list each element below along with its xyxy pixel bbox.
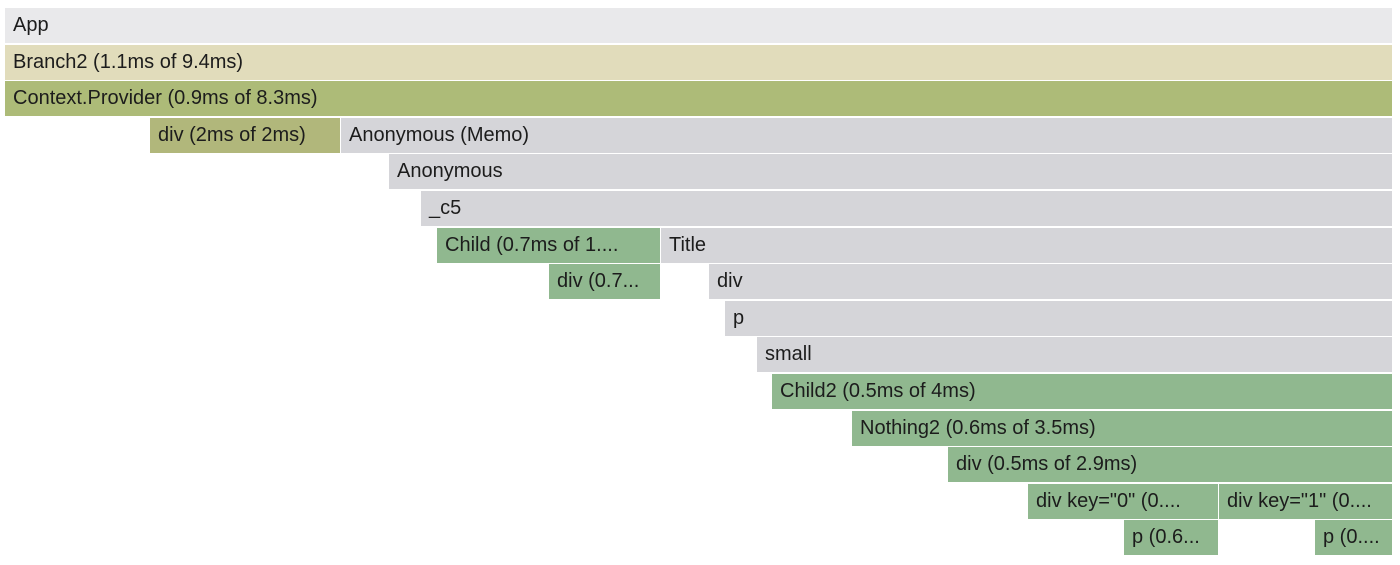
flame-node-div-key-0[interactable]: div key="0" (0....: [1028, 484, 1218, 519]
flame-node-context-provider[interactable]: Context.Provider (0.9ms of 8.3ms): [5, 81, 1392, 116]
flame-node-app[interactable]: App: [5, 8, 1392, 43]
flame-node-p-key-1[interactable]: p (0....: [1315, 520, 1392, 555]
flame-node-div-title[interactable]: div: [709, 264, 1392, 299]
flame-node-anonymous-memo[interactable]: Anonymous (Memo): [341, 118, 1392, 153]
flame-node-div-2ms[interactable]: div (2ms of 2ms): [150, 118, 340, 153]
flame-node-child2[interactable]: Child2 (0.5ms of 4ms): [772, 374, 1392, 409]
flame-node-nothing2[interactable]: Nothing2 (0.6ms of 3.5ms): [852, 411, 1392, 446]
flame-node-branch2[interactable]: Branch2 (1.1ms of 9.4ms): [5, 45, 1392, 80]
flame-node-div-key-1[interactable]: div key="1" (0....: [1219, 484, 1392, 519]
flame-node-p[interactable]: p: [725, 301, 1392, 336]
flame-node-div-nothing2[interactable]: div (0.5ms of 2.9ms): [948, 447, 1392, 482]
flame-node-c5[interactable]: _c5: [421, 191, 1392, 226]
flame-node-title[interactable]: Title: [661, 228, 1392, 263]
flame-node-p-key-0[interactable]: p (0.6...: [1124, 520, 1218, 555]
flame-node-child[interactable]: Child (0.7ms of 1....: [437, 228, 660, 263]
flame-node-div-child[interactable]: div (0.7...: [549, 264, 660, 299]
flame-node-anonymous[interactable]: Anonymous: [389, 154, 1392, 189]
flame-node-small[interactable]: small: [757, 337, 1392, 372]
